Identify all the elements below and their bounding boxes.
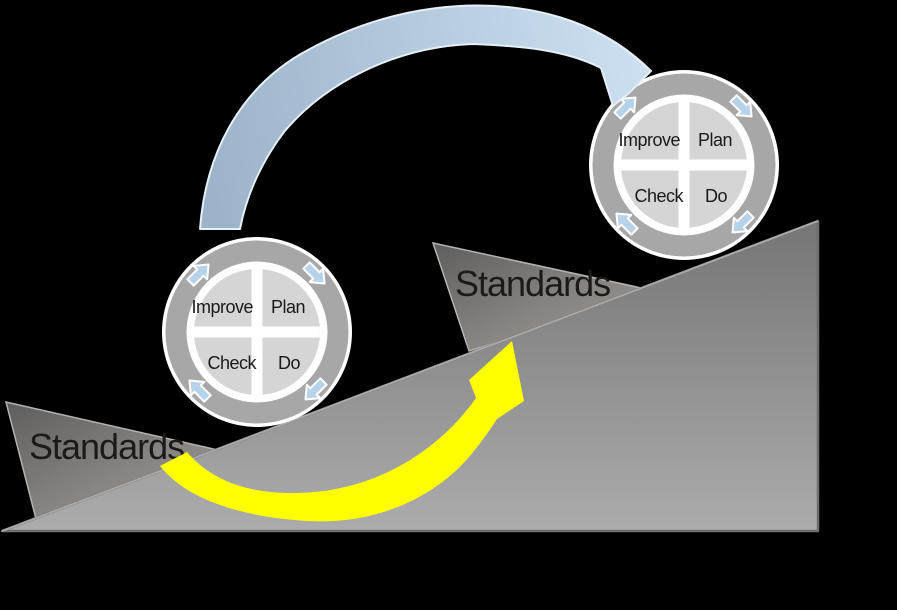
wheel-label-improve: Improve	[191, 297, 253, 317]
wheel-body	[162, 237, 352, 427]
slope-surface-line	[1, 220, 819, 532]
wheel-label-improve: Improve	[618, 130, 680, 150]
wheel-label-do: Do	[278, 353, 300, 373]
pdca-wheel-lower: Improve Plan Check Do	[162, 237, 352, 427]
wheel-label-plan: Plan	[698, 130, 732, 150]
slope	[0, 219, 820, 533]
improvement-arrow	[160, 341, 524, 522]
pdca-wheel-upper: Improve Plan Check Do	[589, 70, 779, 260]
wheel-label-plan: Plan	[271, 297, 305, 317]
standards-label-left: Standards	[29, 426, 184, 467]
wheel-label-do: Do	[705, 186, 727, 206]
cycle-arrow	[199, 4, 652, 230]
standards-label-right: Standards	[455, 263, 610, 304]
wheel-label-check: Check	[634, 186, 684, 206]
wheel-label-check: Check	[207, 353, 257, 373]
